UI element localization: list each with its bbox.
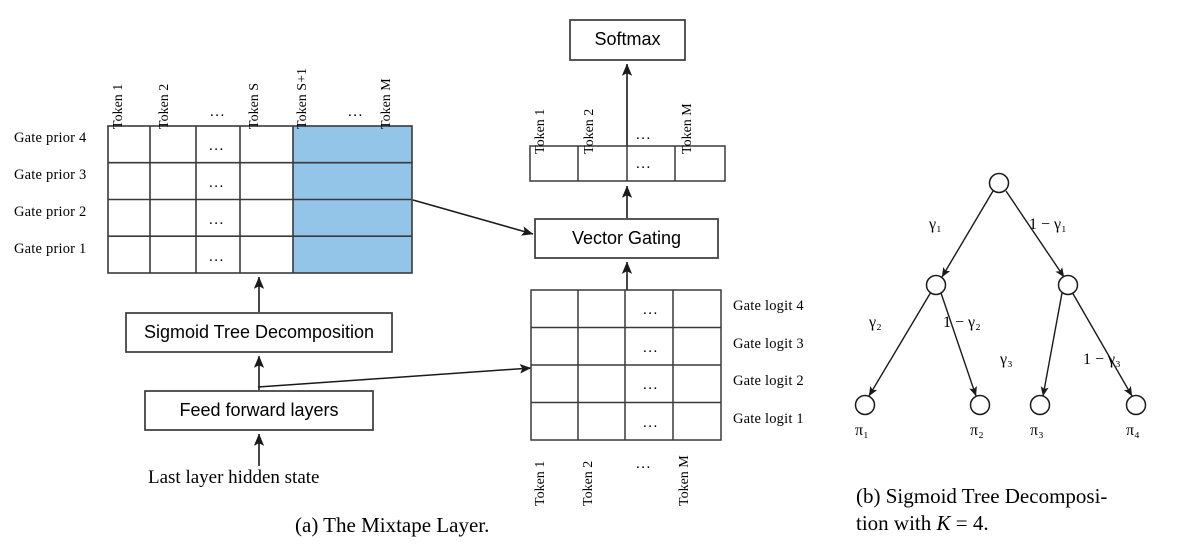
tree-node-internal-left xyxy=(925,274,947,296)
arrow-priors-to-vector-gating xyxy=(412,199,534,236)
gate-prior-cell-ellipsis: ... xyxy=(209,175,225,191)
last-layer-hidden-state-label: Last layer hidden state xyxy=(148,467,320,488)
vector-gating-label: Vector Gating xyxy=(571,228,682,248)
tree-leaf-label-1: π₁ xyxy=(855,422,869,439)
gate-prior-col-label-token-2: Token 2 xyxy=(157,83,172,129)
tree-edge-label-one-minus-gamma-1: 1 − γ₁ xyxy=(1029,216,1067,233)
gate-prior-matrix xyxy=(107,125,413,274)
gated-token-row xyxy=(529,145,726,182)
gate-logit-col-label-token-2: Token 2 xyxy=(581,460,596,506)
gate-prior-col-label-ellipsis-right: ... xyxy=(348,104,364,120)
gate-prior-col-label-ellipsis-left: ... xyxy=(210,104,226,120)
gate-logit-row-label-2: Gate logit 2 xyxy=(733,373,804,389)
gate-prior-cell-ellipsis: ... xyxy=(209,138,225,154)
gate-logit-matrix xyxy=(530,289,722,441)
gated-token-col-label-token-2: Token 2 xyxy=(582,108,597,154)
tree-edge-label-gamma-1: γ₁ xyxy=(929,216,942,233)
gate-prior-col-label-token-s-plus-1: Token S+1 xyxy=(295,68,310,129)
gate-prior-cell-ellipsis: ... xyxy=(209,249,225,265)
tree-edge-label-gamma-3: γ₃ xyxy=(1000,351,1013,368)
sigmoid-tree-decomposition-label: Sigmoid Tree Decomposition xyxy=(143,322,375,342)
tree-edge-label-gamma-2: γ₂ xyxy=(869,314,882,331)
tree-leaf-2 xyxy=(969,394,991,416)
gate-prior-col-label-token-s: Token S xyxy=(247,82,262,129)
gate-logit-col-label-ellipsis: ... xyxy=(636,456,652,472)
tree-leaf-4 xyxy=(1125,394,1147,416)
gate-logit-row-label-1: Gate logit 1 xyxy=(733,411,804,427)
gate-prior-row-label-2: Gate prior 2 xyxy=(14,204,87,220)
gate-logit-cell-ellipsis: ... xyxy=(643,302,659,318)
gate-logit-row-label-3: Gate logit 3 xyxy=(733,336,804,352)
gate-logit-cell-ellipsis: ... xyxy=(643,340,659,356)
tree-edge-label-one-minus-gamma-2: 1 − γ₂ xyxy=(943,314,981,331)
caption-panel-b-var-k: K xyxy=(936,510,951,535)
tree-leaf-label-4: π₄ xyxy=(1126,422,1140,439)
gate-prior-row-label-4: Gate prior 4 xyxy=(14,130,87,146)
sigmoid-tree xyxy=(854,172,1147,416)
tree-leaf-3 xyxy=(1029,394,1051,416)
caption-panel-a: (a) The Mixtape Layer. xyxy=(295,513,490,537)
softmax-label: Softmax xyxy=(594,29,661,49)
tree-edge-label-one-minus-gamma-3: 1 − γ₃ xyxy=(1083,351,1121,368)
gate-logit-cell-ellipsis: ... xyxy=(643,377,659,393)
gate-logit-col-label-token-1: Token 1 xyxy=(533,460,548,506)
gated-token-col-label-token-1: Token 1 xyxy=(533,108,548,154)
feed-forward-layers-box xyxy=(144,390,374,431)
gate-prior-col-label-token-m: Token M xyxy=(379,78,394,129)
gate-logit-cell-ellipsis: ... xyxy=(643,415,659,431)
gate-prior-row-label-1: Gate prior 1 xyxy=(14,241,87,257)
gate-prior-row-label-3: Gate prior 3 xyxy=(14,167,87,183)
tree-node-internal-right xyxy=(1057,274,1079,296)
tree-leaf-label-2: π₂ xyxy=(970,422,984,439)
caption-panel-b-line1: (b) Sigmoid Tree Decomposi- xyxy=(856,484,1108,508)
gated-token-col-label-token-m: Token M xyxy=(680,103,695,154)
arrow-ffn-to-gate-logits xyxy=(257,363,532,388)
caption-panel-b: (b) Sigmoid Tree Decomposi- tion with K … xyxy=(856,483,1186,537)
tree-node-root xyxy=(988,172,1010,194)
feed-forward-layers-label: Feed forward layers xyxy=(179,400,339,420)
gated-token-cell-ellipsis: ... xyxy=(636,156,652,172)
tree-leaf-label-3: π₃ xyxy=(1030,422,1044,439)
gated-token-col-label-ellipsis: ... xyxy=(636,127,652,143)
softmax-box xyxy=(569,19,686,61)
vector-gating-box xyxy=(534,218,719,259)
gate-logit-row-label-4: Gate logit 4 xyxy=(733,298,804,314)
gate-logit-col-label-token-m: Token M xyxy=(677,455,692,506)
sigmoid-tree-decomposition-box xyxy=(125,312,393,353)
caption-panel-b-line2-post: = 4. xyxy=(950,510,989,535)
gate-prior-cell-ellipsis: ... xyxy=(209,212,225,228)
gate-prior-col-label-token-1: Token 1 xyxy=(111,83,126,129)
tree-leaf-1 xyxy=(854,394,876,416)
caption-panel-b-line2-pre: tion with xyxy=(856,510,937,535)
